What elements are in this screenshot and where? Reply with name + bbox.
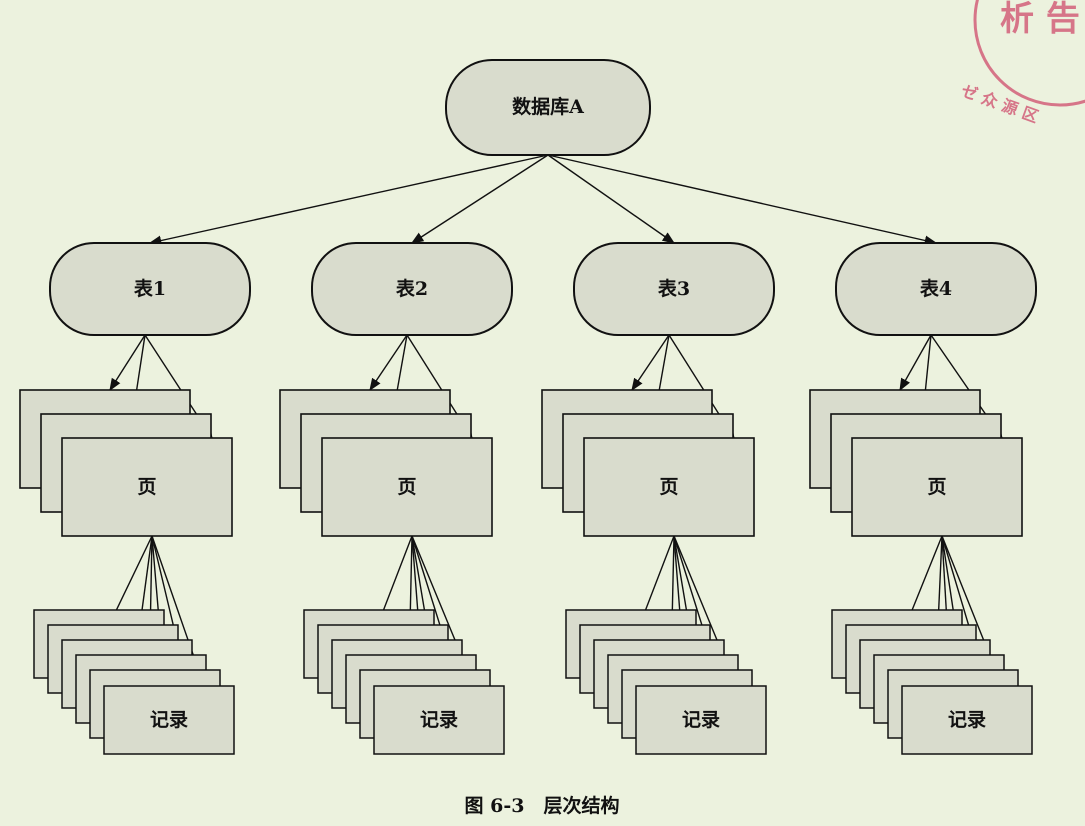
svg-text:析 告: 析 告 [1000,0,1080,39]
svg-text:ゼ 众 源 区: ゼ 众 源 区 [959,81,1041,126]
record-node-3 [635,685,767,755]
page-node-4 [851,437,1023,537]
page-label-2: 页 [397,476,416,498]
record-label-2: 记录 [420,709,458,731]
edge-table-page-4-1 [899,334,932,392]
figure-caption: 图 6-3 层次结构 [465,794,620,817]
table-node-3 [573,242,775,336]
edge-table-page-3-1 [631,334,670,392]
nodes-layer: 数据库A 页记录 表1 页记录 表2 页记录 表3 页记录 表4 [19,59,1037,755]
page-node-2 [321,437,493,537]
edge-table-page-2-1 [369,334,408,392]
record-node-1 [103,685,235,755]
table-label-4: 表4 [920,277,952,300]
root-label: 数据库A [512,95,584,118]
edge-table-page-1-1 [109,334,146,392]
library-stamp: 析 告 ゼ 众 源 区 [959,0,1085,126]
record-label-4: 记录 [948,709,986,731]
edge-root-table-3 [547,154,676,244]
table-node-4 [835,242,1037,336]
table-node-1 [49,242,251,336]
page-label-3: 页 [659,476,678,498]
record-node-2 [373,685,505,755]
page-node-3 [583,437,755,537]
table-label-1: 表1 [134,277,166,300]
record-label-3: 记录 [682,709,720,731]
edge-root-table-1 [148,154,549,246]
table-label-2: 表2 [396,277,428,300]
edge-root-table-2 [410,154,549,244]
page-label-4: 页 [927,476,946,498]
record-label-1: 记录 [150,709,188,731]
page-node-1 [61,437,233,537]
record-node-4 [901,685,1033,755]
page-label-1: 页 [137,476,156,498]
edge-root-table-4 [547,154,938,246]
table-label-3: 表3 [658,277,690,300]
root-node [445,59,651,156]
table-node-2 [311,242,513,336]
